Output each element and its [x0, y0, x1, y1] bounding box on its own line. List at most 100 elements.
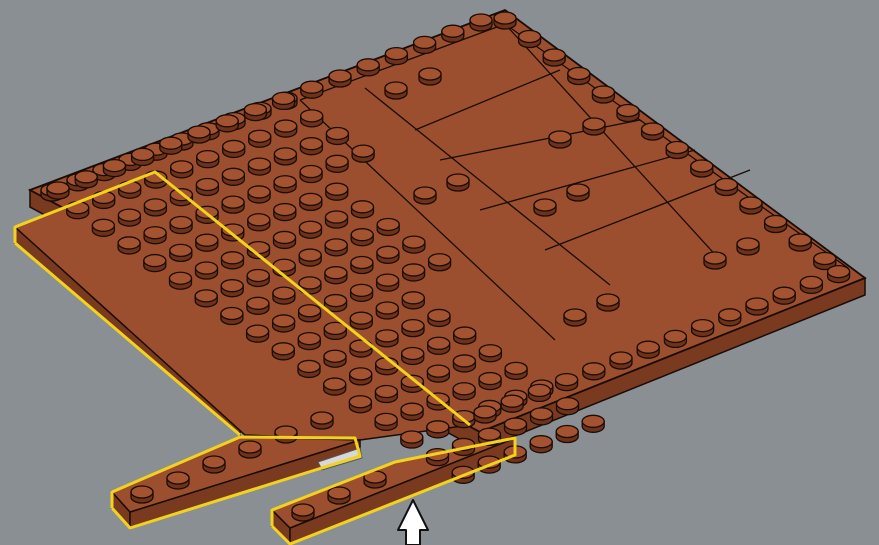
stud — [249, 130, 271, 147]
stud — [160, 137, 182, 154]
stud — [170, 217, 192, 234]
stud — [299, 249, 321, 266]
stud — [692, 320, 714, 337]
stud — [479, 345, 501, 362]
stud — [564, 309, 586, 326]
stud — [351, 257, 373, 274]
stud — [402, 292, 424, 309]
stud — [132, 148, 154, 165]
stud — [300, 166, 322, 183]
stud — [401, 431, 423, 448]
stud — [454, 327, 476, 344]
stud — [427, 365, 449, 382]
stud — [167, 472, 189, 489]
stud — [222, 168, 244, 185]
stud — [610, 352, 632, 369]
stud — [244, 104, 266, 121]
stud — [528, 384, 550, 401]
stud — [664, 330, 686, 347]
stud — [505, 362, 527, 379]
stud — [666, 142, 688, 159]
stud — [556, 374, 578, 391]
stud — [453, 383, 475, 400]
stud — [428, 309, 450, 326]
stud — [531, 408, 553, 425]
stud — [474, 406, 496, 423]
stud — [419, 68, 441, 85]
stud — [300, 193, 322, 210]
stud — [326, 155, 348, 172]
stud — [326, 183, 348, 200]
stud — [773, 287, 795, 304]
stud — [144, 199, 166, 216]
stud — [216, 115, 238, 132]
stud — [144, 255, 166, 272]
stud — [617, 105, 639, 122]
stud — [414, 187, 436, 204]
stud — [357, 59, 379, 76]
stud — [583, 363, 605, 380]
stud — [328, 487, 350, 504]
stud — [352, 201, 374, 218]
stud — [414, 36, 436, 53]
stud — [568, 68, 590, 85]
stud — [746, 298, 768, 315]
stud — [223, 140, 245, 157]
stud — [324, 350, 346, 367]
stud — [534, 199, 556, 216]
stud — [691, 160, 713, 177]
stud — [170, 244, 192, 261]
stud — [221, 308, 243, 325]
stud — [740, 197, 762, 214]
stud — [402, 320, 424, 337]
stud — [592, 86, 614, 103]
stud — [274, 176, 296, 193]
stud — [299, 305, 321, 322]
stud — [376, 330, 398, 347]
stud — [170, 272, 192, 289]
stud — [583, 118, 605, 135]
stud — [47, 182, 69, 199]
stud — [737, 238, 759, 255]
stud — [92, 219, 114, 236]
stud — [247, 325, 269, 342]
stud — [195, 290, 217, 307]
stud — [377, 246, 399, 263]
stud — [325, 239, 347, 256]
stud — [274, 148, 296, 165]
stud — [442, 25, 464, 42]
stud — [248, 214, 270, 231]
stud — [324, 378, 346, 395]
stud — [519, 31, 541, 48]
stud — [470, 14, 492, 31]
stud — [300, 138, 322, 155]
stud — [385, 48, 407, 65]
stud — [196, 234, 218, 251]
stud — [505, 418, 527, 435]
stud — [453, 355, 475, 372]
stud — [171, 161, 193, 178]
stud — [118, 237, 140, 254]
stud — [349, 396, 371, 413]
stud — [765, 216, 787, 233]
stud — [828, 266, 850, 283]
stud — [275, 120, 297, 137]
stud — [715, 179, 737, 196]
stud — [272, 343, 294, 360]
stud — [292, 504, 314, 521]
stud — [377, 274, 399, 291]
placement-arrow-icon — [398, 500, 428, 545]
stud — [203, 456, 225, 473]
stud — [301, 110, 323, 127]
stud — [273, 287, 295, 304]
stud — [642, 123, 664, 140]
stud — [248, 158, 270, 175]
stud — [637, 341, 659, 358]
stud — [597, 294, 619, 311]
stud — [329, 70, 351, 87]
stud — [144, 227, 166, 244]
stud — [298, 360, 320, 377]
stud — [326, 127, 348, 144]
